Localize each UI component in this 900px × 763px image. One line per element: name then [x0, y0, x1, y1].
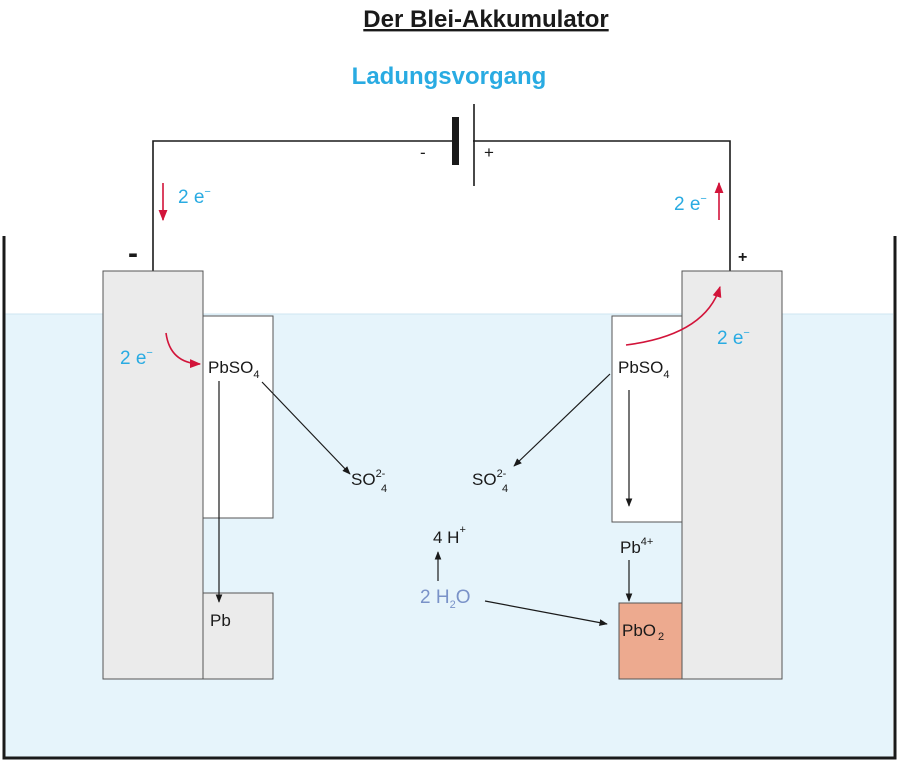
pb-deposit: [202, 592, 274, 680]
arrow-pbso4-to-so4-left: [261, 381, 351, 475]
electron-label-right: 2 e−: [717, 327, 750, 349]
arrow-water-to-pbo2: [484, 600, 608, 626]
arrow-pbso4-to-so4-right: [513, 373, 611, 467]
battery-plus-label: +: [484, 143, 494, 162]
pbo2-deposit: [618, 602, 683, 680]
diagram-title: Der Blei-Akkumulator: [363, 6, 608, 33]
water-label: 2 H2O: [420, 587, 470, 611]
container: [2, 236, 897, 760]
electron-label-top-right: 2 e−: [674, 193, 707, 215]
electron-label-top-left: 2 e−: [178, 186, 211, 208]
so4-label-right: SO2-4: [472, 468, 508, 495]
diagram-subtitle: Ladungsvorgang: [352, 63, 547, 90]
pb4-label: Pb4+: [620, 536, 653, 557]
battery-negative-plate: [452, 117, 459, 165]
circuit-wire-right: [473, 140, 731, 271]
electron-arrow-right: [625, 285, 722, 346]
pbso4-deposit-right: [611, 315, 683, 523]
circuit-wire-left: [152, 140, 455, 271]
pbso4-deposit-left: [202, 315, 274, 519]
so4-label-left: SO2-4: [351, 468, 387, 495]
electron-label-left: 2 e−: [120, 347, 153, 369]
positive-terminal-label: +: [738, 249, 747, 266]
negative-terminal-label: -: [128, 237, 138, 270]
negative-electrode: [102, 270, 204, 680]
pbso4-label-right: PbSO4: [618, 358, 669, 381]
hydrogen-ion-label: 4 H+: [433, 524, 466, 547]
pbso4-label-left: PbSO4: [208, 358, 259, 381]
battery-minus-label: -: [420, 143, 426, 162]
electron-arrow-left: [165, 332, 202, 369]
pb-label: Pb: [210, 611, 231, 630]
